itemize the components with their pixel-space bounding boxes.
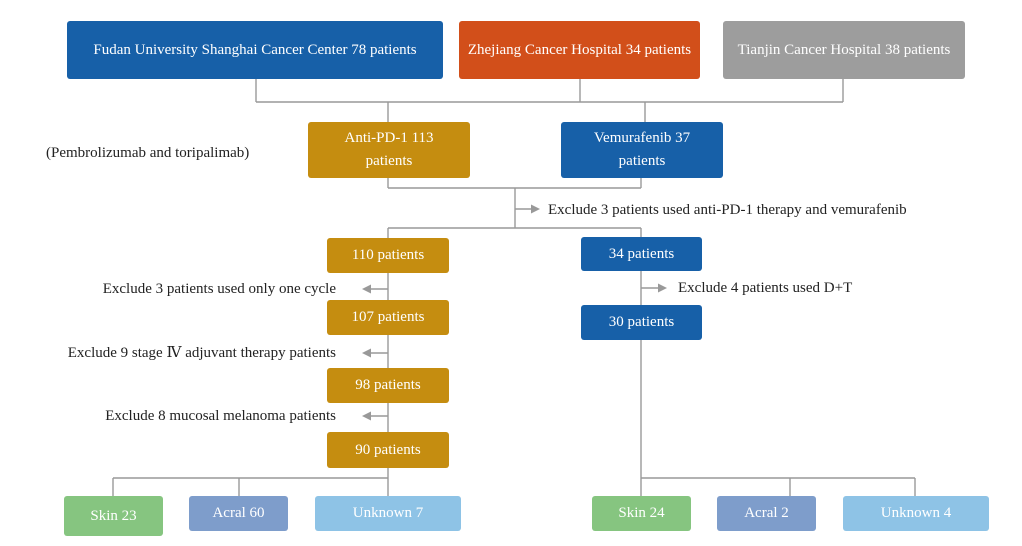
left-acral-box: Acral 60 bbox=[189, 496, 288, 531]
left-exclusion1-note: Exclude 3 patients used only one cycle bbox=[102, 281, 336, 297]
left-step3-box: 98 patients bbox=[327, 368, 449, 403]
right-step1-box: 34 patients bbox=[581, 237, 702, 271]
anti-pd1-label: Anti-PD-1 113 patients bbox=[344, 130, 434, 169]
anti-pd1-drugs-note: (Pembrolizumab and toripalimab) bbox=[46, 145, 250, 161]
tianjin-source-box: Tianjin Cancer Hospital 38 patients bbox=[723, 21, 965, 79]
zhejiang-source-box: Zhejiang Cancer Hospital 34 patients bbox=[459, 21, 700, 79]
vemurafenib-label: Vemurafenib 37 patients bbox=[593, 130, 691, 169]
left-step1-box: 110 patients bbox=[327, 238, 449, 273]
right-acral-box: Acral 2 bbox=[717, 496, 816, 531]
left-skin-box: Skin 23 bbox=[64, 496, 163, 536]
right-step2-label: 30 patients bbox=[608, 314, 675, 330]
exclusion-both-note: Exclude 3 patients used anti-PD-1 therap… bbox=[548, 202, 907, 218]
left-step2-box: 107 patients bbox=[327, 300, 449, 335]
left-step4-label: 90 patients bbox=[355, 441, 421, 458]
fudan-source-label: Fudan University Shanghai Cancer Center … bbox=[93, 41, 417, 58]
left-unknown-box: Unknown 7 bbox=[315, 496, 461, 531]
anti-pd1-box: Anti-PD-1 113 patients bbox=[308, 122, 470, 178]
right-exclusion1-note: Exclude 4 patients used D+T bbox=[678, 280, 853, 296]
left-step3-label: 98 patients bbox=[355, 377, 421, 393]
tianjin-source-label: Tianjin Cancer Hospital 38 patients bbox=[737, 41, 951, 58]
left-step1-label: 110 patients bbox=[351, 247, 425, 263]
fudan-source-box: Fudan University Shanghai Cancer Center … bbox=[67, 21, 443, 79]
right-unknown-box: Unknown 4 bbox=[843, 496, 989, 531]
left-unknown-label: Unknown 7 bbox=[352, 505, 424, 521]
right-unknown-label: Unknown 4 bbox=[880, 505, 952, 521]
left-step2-label: 107 patients bbox=[351, 309, 425, 325]
left-step4-box: 90 patients bbox=[327, 432, 449, 468]
right-step2-box: 30 patients bbox=[581, 305, 702, 340]
left-exclusion3-note: Exclude 8 mucosal melanoma patients bbox=[105, 408, 336, 424]
right-skin-label: Skin 24 bbox=[618, 505, 665, 521]
right-skin-box: Skin 24 bbox=[592, 496, 691, 531]
vemurafenib-box: Vemurafenib 37 patients bbox=[561, 122, 723, 178]
right-step1-label: 34 patients bbox=[608, 245, 675, 262]
right-acral-label: Acral 2 bbox=[744, 505, 789, 521]
left-skin-label: Skin 23 bbox=[90, 507, 137, 524]
left-acral-label: Acral 60 bbox=[212, 505, 265, 521]
zhejiang-source-label: Zhejiang Cancer Hospital 34 patients bbox=[467, 41, 692, 58]
left-exclusion2-note: Exclude 9 stage Ⅳ adjuvant therapy patie… bbox=[67, 345, 336, 361]
